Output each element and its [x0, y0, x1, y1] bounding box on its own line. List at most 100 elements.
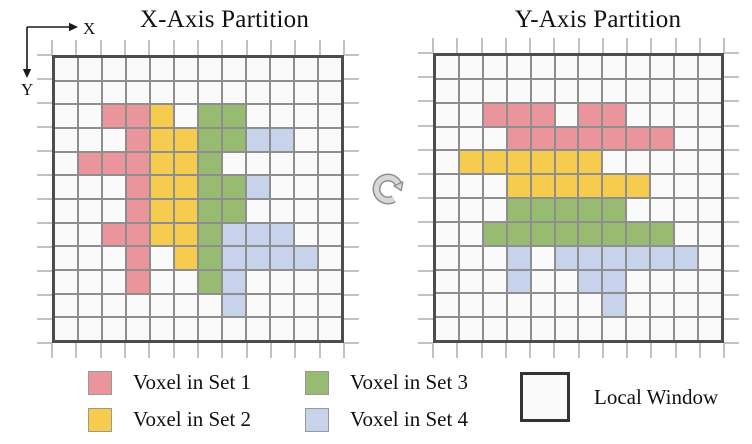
- voxel-cell-set3: [579, 222, 602, 245]
- empty-voxel-cell: [103, 199, 125, 222]
- empty-voxel-cell: [675, 175, 698, 197]
- grid-tick: [724, 294, 739, 296]
- empty-voxel-cell: [271, 176, 293, 198]
- empty-voxel-cell: [555, 79, 578, 102]
- voxel-cell-set4: [603, 294, 626, 317]
- empty-voxel-cell: [459, 294, 482, 317]
- grid-tick: [723, 343, 725, 358]
- grid-tick: [724, 197, 739, 199]
- empty-voxel-cell: [699, 294, 721, 317]
- grid-tick: [344, 318, 359, 320]
- empty-voxel-cell: [79, 270, 101, 293]
- empty-voxel-cell: [79, 199, 101, 222]
- empty-voxel-cell: [295, 152, 317, 175]
- grid-tick: [100, 343, 102, 358]
- voxel-cell-set4: [223, 223, 245, 246]
- grid-tick: [37, 318, 52, 320]
- x-axis-label: X: [83, 19, 95, 38]
- grid-tick: [602, 343, 604, 358]
- grid-tick: [418, 76, 433, 78]
- empty-voxel-cell: [79, 128, 101, 151]
- empty-voxel-cell: [651, 56, 674, 78]
- empty-voxel-cell: [319, 318, 341, 340]
- empty-voxel-cell: [531, 294, 554, 317]
- empty-voxel-cell: [151, 247, 173, 269]
- empty-voxel-cell: [319, 128, 341, 151]
- voxel-cell-set3: [199, 247, 221, 269]
- empty-voxel-cell: [699, 79, 721, 102]
- empty-voxel-cell: [319, 58, 341, 80]
- grid-tick: [724, 100, 739, 102]
- grid-tick: [418, 245, 433, 247]
- empty-voxel-cell: [319, 176, 341, 198]
- empty-voxel-cell: [79, 223, 101, 246]
- voxel-cell-set1: [651, 127, 674, 150]
- empty-voxel-cell: [151, 318, 173, 340]
- voxel-cell-set3: [579, 199, 602, 221]
- voxel-cell-set2: [175, 176, 197, 198]
- grid-tick: [344, 102, 359, 104]
- empty-voxel-cell: [459, 127, 482, 150]
- empty-voxel-cell: [675, 56, 698, 78]
- grid-tick: [724, 125, 739, 127]
- grid-tick: [344, 222, 359, 224]
- grid-tick: [173, 343, 175, 358]
- voxel-cell-set4: [675, 246, 698, 269]
- empty-voxel-cell: [295, 294, 317, 317]
- grid-tick: [505, 38, 507, 53]
- voxel-cell-set2: [151, 105, 173, 127]
- y-axis-arrowhead-icon: [22, 69, 32, 78]
- empty-voxel-cell: [151, 58, 173, 80]
- voxel-cell-set3: [531, 222, 554, 245]
- grid-tick: [418, 270, 433, 272]
- voxel-cell-set1: [579, 103, 602, 126]
- empty-voxel-cell: [459, 103, 482, 126]
- empty-voxel-cell: [436, 294, 458, 317]
- empty-voxel-cell: [507, 294, 530, 317]
- empty-voxel-cell: [627, 294, 650, 317]
- grid-tick: [344, 150, 359, 152]
- grid-tick: [37, 270, 52, 272]
- voxel-cell-set3: [199, 105, 221, 127]
- empty-voxel-cell: [127, 58, 149, 80]
- voxel-cell-set1: [127, 152, 149, 175]
- grid-tick: [37, 102, 52, 104]
- voxel-cell-set1: [103, 105, 125, 127]
- empty-voxel-cell: [459, 318, 482, 340]
- empty-voxel-cell: [319, 199, 341, 222]
- grid-tick: [221, 40, 223, 55]
- voxel-cell-set3: [603, 222, 626, 245]
- empty-voxel-cell: [699, 199, 721, 221]
- voxel-cell-set2: [151, 176, 173, 198]
- empty-voxel-cell: [651, 151, 674, 174]
- empty-voxel-cell: [271, 199, 293, 222]
- set3-swatch: [305, 370, 329, 395]
- legend-item-set4: Voxel in Set 4: [305, 407, 468, 432]
- grid-tick: [197, 343, 199, 358]
- empty-voxel-cell: [675, 294, 698, 317]
- grid-tick: [650, 343, 652, 358]
- empty-voxel-cell: [271, 294, 293, 317]
- voxel-cell-set2: [151, 223, 173, 246]
- grid-tick: [456, 343, 458, 358]
- voxel-cell-set2: [531, 175, 554, 197]
- grid-tick: [418, 197, 433, 199]
- legend-label-local-window: Local Window: [594, 384, 719, 409]
- empty-voxel-cell: [247, 270, 269, 293]
- empty-voxel-cell: [436, 151, 458, 174]
- empty-voxel-cell: [103, 58, 125, 80]
- empty-voxel-cell: [55, 105, 77, 127]
- empty-voxel-cell: [271, 318, 293, 340]
- empty-voxel-cell: [627, 151, 650, 174]
- grid-tick: [270, 343, 272, 358]
- voxel-cell-set2: [459, 151, 482, 174]
- grid-tick: [418, 221, 433, 223]
- voxel-cell-set2: [579, 151, 602, 174]
- grid-tick: [148, 343, 150, 358]
- empty-voxel-cell: [79, 81, 101, 104]
- empty-voxel-cell: [103, 176, 125, 198]
- voxel-cell-set2: [555, 151, 578, 174]
- legend-label-set4: Voxel in Set 4: [350, 407, 469, 431]
- empty-voxel-cell: [483, 127, 506, 150]
- voxel-cell-set3: [223, 199, 245, 222]
